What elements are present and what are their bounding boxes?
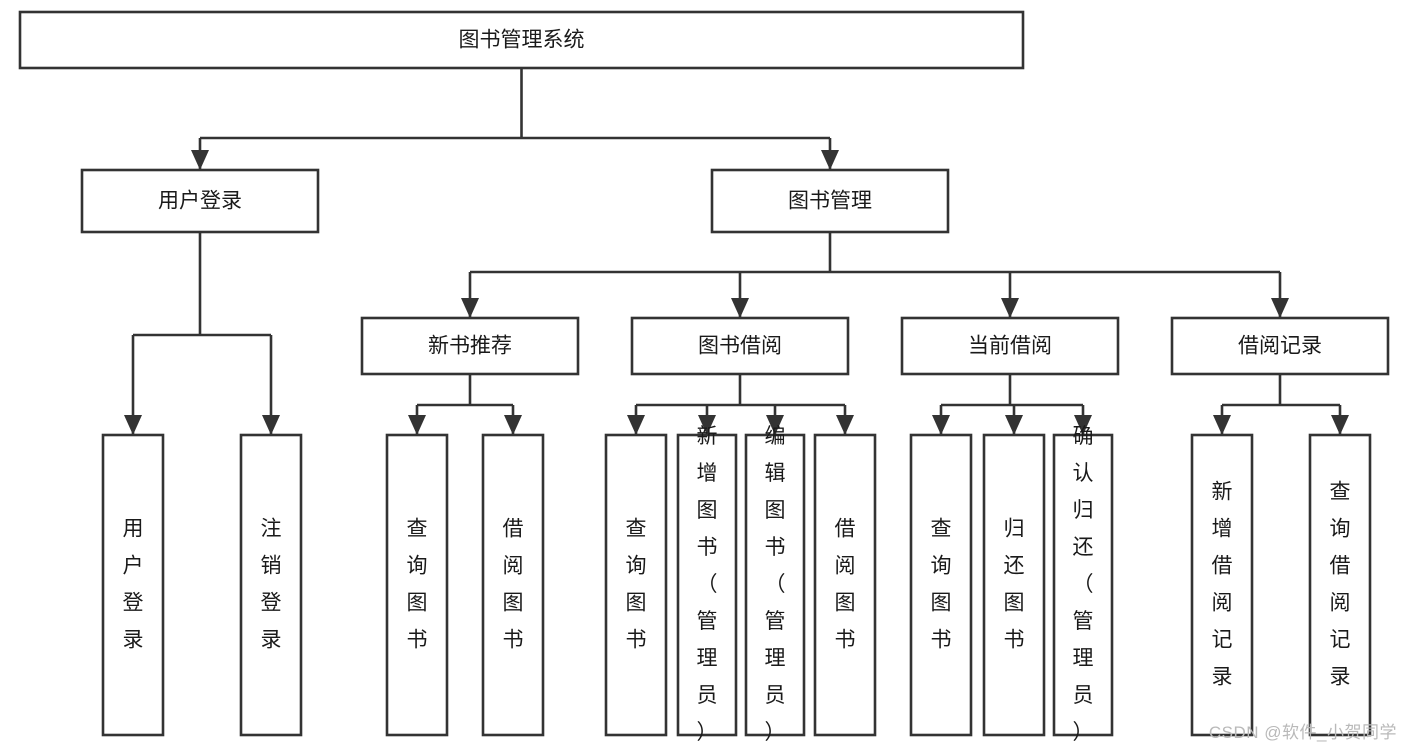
node-box xyxy=(385,433,449,737)
node-label: 查询图书 xyxy=(931,518,952,652)
node-label: 新书推荐 xyxy=(428,335,512,358)
node-leaf-borrow-book-2[interactable]: 借阅图书 xyxy=(813,433,877,737)
node-l2-borrow-record[interactable]: 借阅记录 xyxy=(1170,316,1390,376)
node-layer: 图书管理系统用户登录图书管理新书推荐图书借阅当前借阅借阅记录用户登录注销登录查询… xyxy=(18,10,1390,744)
node-label: 图书借阅 xyxy=(698,335,782,358)
node-box xyxy=(710,168,950,234)
node-label: 用户登录 xyxy=(123,518,144,652)
arrow-leaf_borrow_book_2 xyxy=(836,415,854,435)
node-l2-new-book-rec[interactable]: 新书推荐 xyxy=(360,316,580,376)
node-label: 借阅记录 xyxy=(1238,335,1322,358)
arrow-leaf_add_book xyxy=(698,415,716,435)
node-label: 查询图书 xyxy=(407,518,428,652)
node-l1-book-manage[interactable]: 图书管理 xyxy=(710,168,950,234)
node-leaf-query-record[interactable]: 查询借阅记录 xyxy=(1308,433,1372,737)
node-leaf-confirm-return[interactable]: 确认归还（管理员） xyxy=(1052,425,1114,744)
arrow-l2_borrow_record xyxy=(1271,298,1289,318)
node-l2-book-borrow[interactable]: 图书借阅 xyxy=(630,316,850,376)
arrow-leaf_query_record xyxy=(1331,415,1349,435)
node-label: 注销登录 xyxy=(261,518,282,652)
node-label: 归还图书 xyxy=(1004,518,1025,652)
node-leaf-edit-book[interactable]: 编辑图书（管理员） xyxy=(744,425,806,744)
arrow-leaf_query_book_2 xyxy=(627,415,645,435)
node-box xyxy=(604,433,668,737)
node-box xyxy=(909,433,973,737)
node-box xyxy=(900,316,1120,376)
node-box xyxy=(239,433,303,737)
arrow-leaf_add_record xyxy=(1213,415,1231,435)
node-box xyxy=(18,10,1025,70)
node-root[interactable]: 图书管理系统 xyxy=(18,10,1025,70)
arrow-leaf_edit_book xyxy=(766,415,784,435)
node-box xyxy=(744,433,806,737)
node-leaf-user-login[interactable]: 用户登录 xyxy=(101,433,165,737)
node-label: 图书管理 xyxy=(788,190,872,213)
node-label: 查询借阅记录 xyxy=(1330,481,1351,689)
node-box xyxy=(1170,316,1390,376)
node-box xyxy=(676,433,738,737)
node-label: 用户登录 xyxy=(158,190,242,213)
node-label: 新增图书（管理员） xyxy=(697,425,718,744)
node-label: 编辑图书（管理员） xyxy=(765,425,786,744)
node-leaf-query-book-1[interactable]: 查询图书 xyxy=(385,433,449,737)
node-label: 新增借阅记录 xyxy=(1212,481,1233,689)
arrow-l2_current_borrow xyxy=(1001,298,1019,318)
edge-layer xyxy=(124,68,1349,435)
arrow-leaf_borrow_book_1 xyxy=(504,415,522,435)
node-box xyxy=(1308,433,1372,737)
node-leaf-add-book[interactable]: 新增图书（管理员） xyxy=(676,425,738,744)
node-leaf-add-record[interactable]: 新增借阅记录 xyxy=(1190,433,1254,737)
node-box xyxy=(1190,433,1254,737)
node-label: 借阅图书 xyxy=(835,518,856,652)
node-box xyxy=(360,316,580,376)
arrow-l1_book_manage xyxy=(821,150,839,170)
arrow-leaf_logout xyxy=(262,415,280,435)
node-label: 借阅图书 xyxy=(503,518,524,652)
node-label: 当前借阅 xyxy=(968,335,1052,358)
arrow-leaf_user_login xyxy=(124,415,142,435)
node-box xyxy=(101,433,165,737)
node-box xyxy=(481,433,545,737)
node-box xyxy=(630,316,850,376)
arrow-leaf_query_book_3 xyxy=(932,415,950,435)
node-box xyxy=(1052,433,1114,737)
node-box xyxy=(80,168,320,234)
node-leaf-query-book-2[interactable]: 查询图书 xyxy=(604,433,668,737)
arrow-leaf_return_book xyxy=(1005,415,1023,435)
node-leaf-return-book[interactable]: 归还图书 xyxy=(982,433,1046,737)
node-label: 查询图书 xyxy=(626,518,647,652)
node-leaf-logout[interactable]: 注销登录 xyxy=(239,433,303,737)
arrow-l2_new_book_rec xyxy=(461,298,479,318)
node-label: 确认归还（管理员） xyxy=(1073,425,1094,744)
node-leaf-query-book-3[interactable]: 查询图书 xyxy=(909,433,973,737)
node-leaf-borrow-book-1[interactable]: 借阅图书 xyxy=(481,433,545,737)
node-box xyxy=(813,433,877,737)
node-box xyxy=(982,433,1046,737)
arrow-l1_user_login xyxy=(191,150,209,170)
arrow-l2_book_borrow xyxy=(731,298,749,318)
arrow-leaf_query_book_1 xyxy=(408,415,426,435)
arrow-leaf_confirm_return xyxy=(1074,415,1092,435)
node-l1-user-login[interactable]: 用户登录 xyxy=(80,168,320,234)
node-label: 图书管理系统 xyxy=(459,29,585,52)
node-l2-current-borrow[interactable]: 当前借阅 xyxy=(900,316,1120,376)
